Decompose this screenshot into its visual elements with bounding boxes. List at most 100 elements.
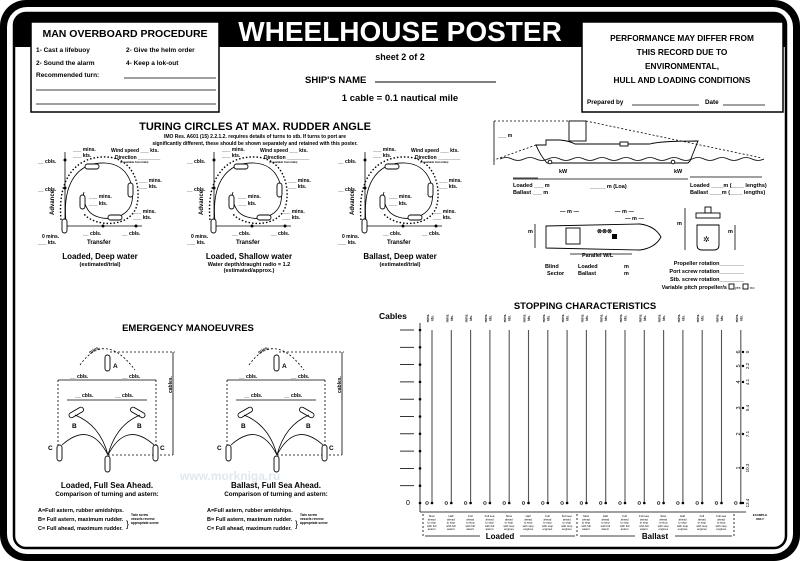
- propeller-rotation-field[interactable]: Propeller rotation________: [674, 261, 745, 267]
- performance-line: PERFORMANCE MAY DIFFER FROM: [610, 33, 754, 43]
- column-label: Half: [603, 514, 608, 518]
- column-label: to stop: [563, 521, 572, 525]
- turning-note: significantly different, these should be…: [152, 141, 358, 147]
- column-label: to stop: [640, 521, 649, 525]
- tick-dot: [418, 432, 422, 436]
- variable-pitch-label: Variable pitch propeller/s: [662, 285, 727, 291]
- tick-dot: [418, 363, 422, 366]
- column-label: ahead: [486, 517, 494, 521]
- stopping-column: mins. kts.: [734, 314, 743, 505]
- m-label: m: [624, 271, 629, 277]
- column-label: engines: [523, 527, 533, 531]
- no-label: no: [750, 285, 755, 290]
- legend-line: C= Full ahead, maximum rudder.: [38, 526, 123, 532]
- column-label: astern: [447, 527, 455, 531]
- column-label: astern: [486, 527, 494, 531]
- mins-field: mins.: [638, 314, 642, 323]
- column-label: ahead: [679, 517, 687, 521]
- trials-note: (if available from trials): [420, 160, 449, 164]
- performance-box: PERFORMANCE MAY DIFFER FROM THIS RECORD …: [581, 21, 784, 113]
- column-label: with stop: [716, 524, 727, 528]
- cbls-field: __ cbls.: [186, 159, 206, 165]
- svg-text:✲: ✲: [703, 235, 710, 244]
- kts-field: ___ kts.: [186, 240, 206, 246]
- column-label: ahead: [524, 517, 532, 521]
- column-label: engines: [658, 527, 668, 531]
- mins-field: mins.: [716, 314, 720, 323]
- column-label: Full sea: [639, 514, 649, 518]
- cables-axis-label: Cables: [379, 311, 407, 321]
- mins-field: ___ mins.: [132, 209, 156, 215]
- kts-field: kts.: [662, 315, 666, 321]
- twin-screw-note: vessels reverse: [131, 517, 155, 521]
- column-label: Full: [545, 514, 550, 518]
- column-label: with full: [485, 524, 495, 528]
- kts-field: kts.: [643, 315, 647, 321]
- column-label: ahead: [466, 517, 474, 521]
- kts-field: ___ kts.: [372, 153, 392, 159]
- diagram-caption: Loaded, Shallow water: [206, 252, 292, 261]
- mins-field: mins.: [735, 314, 739, 323]
- kts-field: ___ kts.: [237, 201, 257, 207]
- no-checkbox[interactable]: [742, 283, 749, 290]
- beam-label: m: [528, 229, 533, 235]
- mob-step: 4- Keep a lok-out: [126, 60, 179, 67]
- recommended-turn-label: Recommended turn:: [36, 72, 99, 79]
- kts-field: ___ kts.: [72, 153, 92, 159]
- cbls-field: __ cbls.: [337, 187, 357, 193]
- svg-text:}: }: [126, 519, 129, 529]
- column-label: ahead: [563, 517, 571, 521]
- cbls-field: __ cbls.: [121, 231, 141, 237]
- twin-screw-note: vessels reverse: [300, 517, 324, 521]
- letter-b: B: [306, 423, 311, 430]
- ships-name-label: SHIP'S NAME: [305, 75, 366, 86]
- diagram-caption: Loaded, Deep water: [62, 252, 138, 261]
- mins-field: ___ mins.: [287, 178, 311, 184]
- watermark: www.morkniga.ru: [179, 469, 280, 483]
- column-label: with full: [601, 524, 611, 528]
- example-minutes: 7.1: [745, 430, 750, 437]
- mins-field: ___ mins.: [432, 209, 456, 215]
- yes-checkbox[interactable]: [728, 283, 735, 290]
- tick-dot: [418, 346, 422, 349]
- column-label: Half: [448, 514, 453, 518]
- mins-field: mins.: [426, 314, 430, 323]
- kts-field: kts.: [624, 315, 628, 321]
- twin-screw-note: Twin screw: [131, 513, 148, 517]
- kts-field: kts.: [431, 315, 435, 321]
- column-label: to stop: [678, 521, 687, 525]
- comparison-label: Comparison of turning and astern:: [55, 491, 159, 498]
- sheet-number: sheet 2 of 2: [375, 52, 425, 62]
- column-label: with full: [427, 524, 437, 528]
- cable-note: 1 cable = 0.1 nautical mile: [342, 93, 458, 104]
- kts-field: ___ kts.: [337, 240, 357, 246]
- example-minutes: 13.4: [745, 498, 750, 507]
- column-label: to stop: [717, 521, 726, 525]
- mins-field: mins.: [658, 314, 662, 323]
- blind-sector-label: Blind: [545, 264, 559, 270]
- loaded-label: Loaded: [578, 264, 598, 270]
- date-label: Date: [705, 99, 719, 106]
- stb-screw-rotation-field[interactable]: Stb. screw rotation________: [670, 277, 745, 283]
- example-minutes: 4.1: [745, 378, 750, 385]
- turning-diagram: __ cbls. __ cbls. Advance ___ mins. ___ …: [37, 147, 162, 268]
- column-label: ahead: [717, 517, 725, 521]
- legend-line: A=Full astern, rubber amidships.: [38, 508, 124, 514]
- prepared-by-label: Prepared by: [587, 99, 624, 106]
- mins-field: mins.: [484, 314, 488, 323]
- column-label: engines: [697, 527, 707, 531]
- port-screw-rotation-field[interactable]: Port screw rotation________: [669, 269, 745, 275]
- column-label: to stop: [601, 521, 610, 525]
- mins-field: mins.: [523, 314, 527, 323]
- kts-field: ___ kts.: [88, 201, 108, 207]
- advance-label: Advance: [350, 189, 356, 215]
- column-label: engines: [504, 527, 514, 531]
- emergency-title: EMERGENCY MANOEUVRES: [122, 323, 254, 334]
- diagram-subcaption: Water depth/draught radio = 1.2: [208, 262, 290, 268]
- cbls-field: __ cbls.: [186, 187, 206, 193]
- column-label: ahead: [698, 517, 706, 521]
- column-label: ahead: [601, 517, 609, 521]
- blind-sector-label: Sector: [547, 271, 565, 277]
